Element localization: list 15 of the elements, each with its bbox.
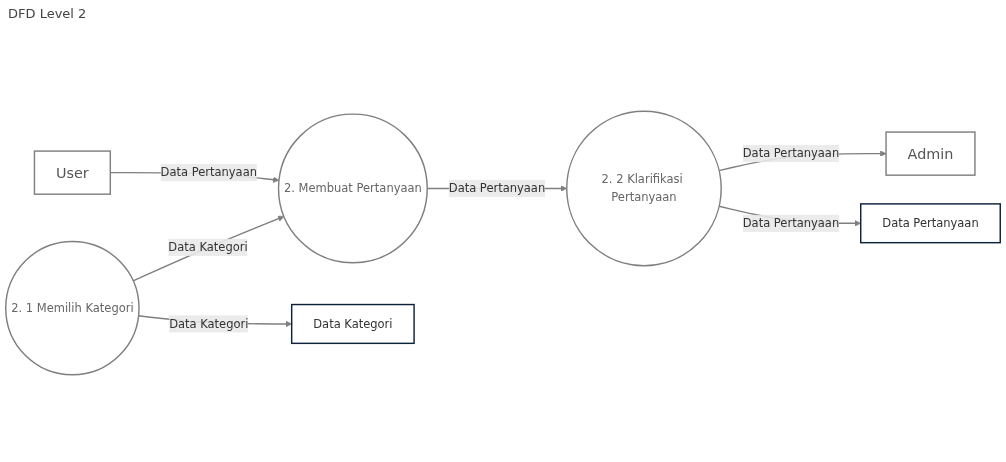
node-circle: 2. 2 Klarifikasi Pertanyaan — [566, 110, 722, 267]
node-box: Admin — [885, 131, 976, 176]
node-box: Data Pertanyaan — [860, 203, 1001, 244]
edge-label: Data Pertanyaan — [160, 165, 257, 180]
diagram-title: DFD Level 2 — [8, 6, 87, 21]
node-box: User — [33, 150, 112, 195]
edge-label: Data Pertanyaan — [742, 146, 840, 161]
arrow — [132, 215, 285, 282]
edge-label: Data Kategori — [168, 240, 248, 254]
node-box: Data Kategori — [290, 303, 415, 345]
node-circle: 2. 1 Memilih Kategori — [5, 240, 140, 376]
node-circle: 2. Membuat Pertanyaan — [277, 113, 428, 264]
edge-label: Data Pertanyaan — [448, 181, 546, 195]
edge-label: Data Pertanyaan — [742, 216, 840, 230]
edge-label: Data Kategori — [169, 316, 249, 331]
